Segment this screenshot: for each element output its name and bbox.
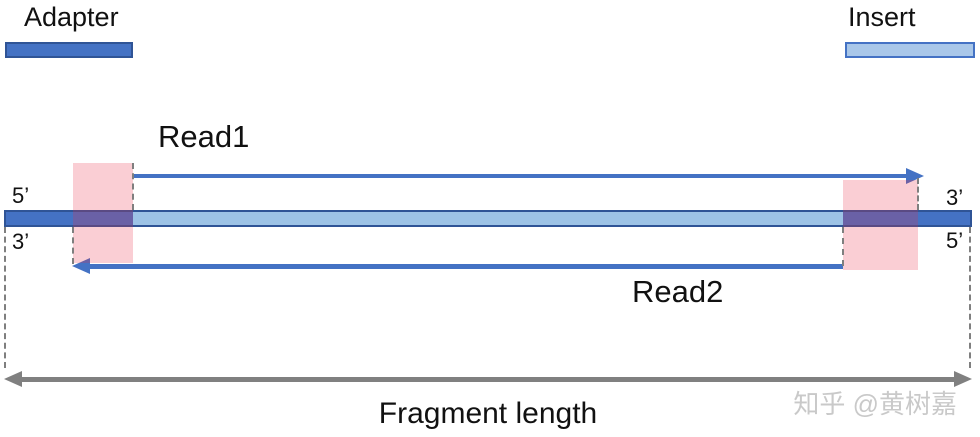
strand-end-5prime-bottom-right: 5’ [946,228,964,253]
strand-end-3prime-bottom-left: 3’ [12,229,30,254]
dashed-guide-read1-end [917,178,919,210]
read2-arrow-line [88,264,843,269]
insert-legend-swatch [845,42,975,58]
dashed-guide-fragment-right [969,227,971,368]
dashed-guide-fragment-left [4,227,6,368]
read2-label: Read2 [632,274,724,309]
zhihu-watermark: 知乎 @黄树嘉 [793,389,957,419]
adapter-overlap-highlight-right [843,180,918,270]
dashed-guide-read2-end [72,227,74,264]
strand-end-5prime-top-left: 5’ [12,183,30,208]
adapter-segment-right [843,212,970,225]
dashed-guide-read2-start [842,227,844,266]
adapter-overlap-highlight-left [73,163,133,263]
dashed-guide-read1-start [132,163,134,210]
fragment-length-label: Fragment length [378,397,598,430]
dna-fragment-bar [4,210,972,227]
read1-arrowhead-icon [906,168,924,184]
fragment-length-arrowhead-right-icon [954,371,972,387]
strand-end-3prime-top-right: 3’ [946,185,964,210]
insert-legend-label: Insert [848,2,916,32]
read1-label: Read1 [158,119,250,154]
insert-segment [133,212,843,225]
fragment-length-arrow-line [20,377,956,382]
fragment-length-arrowhead-left-icon [4,371,22,387]
adapter-legend-swatch [5,42,133,58]
adapter-segment-left [6,212,133,225]
adapter-legend-label: Adapter [24,2,119,32]
read2-arrowhead-icon [72,258,90,274]
read1-arrow-line [133,174,908,178]
